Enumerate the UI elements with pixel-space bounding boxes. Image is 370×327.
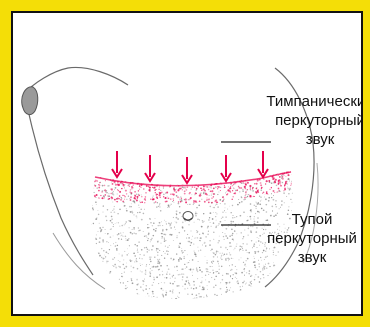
tympanic-label-line-3: звук — [255, 130, 363, 149]
body-fold-icon — [22, 87, 38, 115]
tympanic-label-line-2: перкуторный — [255, 111, 363, 130]
arrow-icon — [221, 155, 231, 181]
dull-label-line-3: звук — [257, 248, 363, 267]
navel-icon — [183, 212, 193, 221]
dull-label-line-2: перкуторный — [257, 229, 363, 248]
tympanic-label-line-1: Тимпанический — [255, 92, 363, 111]
dull-label-line-1: Тупой — [257, 210, 363, 229]
percussion-arrows — [112, 151, 268, 183]
torso-outline-left — [23, 67, 128, 95]
torso-outline-left-lower — [27, 105, 93, 275]
arrow-icon — [182, 157, 192, 183]
arrow-icon — [258, 151, 268, 177]
arrow-icon — [145, 155, 155, 181]
tympanic-sound-label: Тимпанический перкуторный звук — [255, 92, 363, 149]
flank-shading — [53, 233, 105, 289]
dull-sound-label: Тупой перкуторный звук — [257, 210, 363, 267]
illustration-panel: Тимпанический перкуторный звук Тупой пер… — [11, 11, 363, 316]
arrow-icon — [112, 151, 122, 177]
abdomen-percussion-illustration — [13, 13, 361, 314]
